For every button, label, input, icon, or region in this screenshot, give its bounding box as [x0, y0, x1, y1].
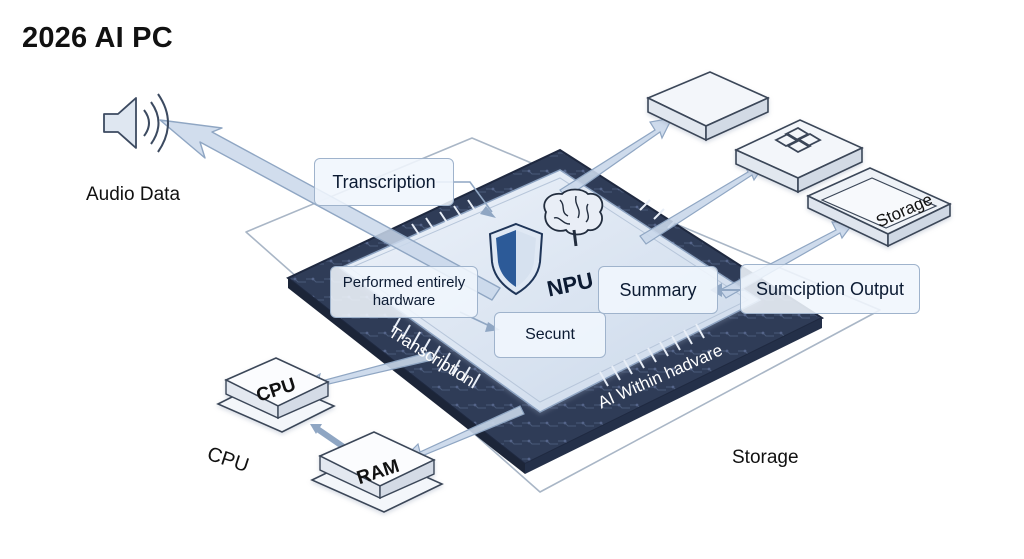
- grid-module: [734, 119, 864, 194]
- shield-icon: [488, 222, 544, 296]
- audio-data-label: Audio Data: [86, 184, 181, 205]
- arrow-to-top-module: [559, 117, 674, 199]
- cpu-box: [216, 357, 336, 433]
- secunt-callout: Secunt: [494, 312, 606, 358]
- ram-box: [310, 431, 444, 513]
- grid-icon: [774, 126, 822, 154]
- storage-module: [806, 167, 952, 248]
- page-title: 2026 AI PC: [22, 22, 173, 54]
- speaker-icon: [103, 93, 169, 153]
- cpu-caption: CPU: [205, 443, 252, 477]
- transcription-callout: Transcription: [314, 158, 454, 206]
- pin-row-right: [599, 323, 705, 387]
- pin-row-left: [391, 317, 481, 389]
- audio-arrow: [159, 119, 501, 301]
- performed-callout: Performed entirely hardware: [330, 266, 478, 318]
- summary-callout: Summary: [598, 266, 718, 314]
- arrow-to-grid-module: [639, 161, 768, 245]
- storage-caption: Storage: [732, 447, 799, 468]
- brain-icon: [543, 188, 604, 247]
- top-module: [646, 71, 770, 142]
- output-callout: Sumciption Output: [740, 264, 920, 314]
